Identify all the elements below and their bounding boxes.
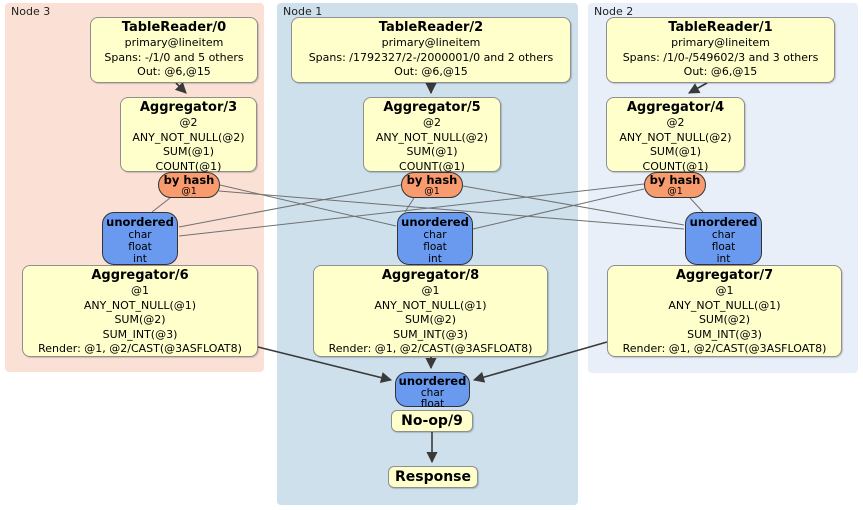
processor-detail: ANY_NOT_NULL(@2) [132, 130, 245, 144]
sync-column: char [420, 387, 445, 399]
processor-detail: SUM(@1) [649, 145, 702, 158]
processor-detail: @1 [715, 284, 734, 297]
region-label-node-2: Node 2 [594, 5, 634, 18]
processor-tablereader-2: TableReader/2 primary@lineitem Spans: /1… [291, 17, 571, 83]
processor-detail: COUNT(@1) [399, 159, 465, 173]
processor-detail: primary@lineitem [124, 36, 224, 49]
sync-column: char [711, 229, 736, 241]
processor-noop-9: No-op/9 [391, 410, 473, 432]
processor-detail: Out: @6,@15 [394, 65, 468, 78]
processor-title: No-op/9 [401, 413, 463, 429]
processor-detail: Spans: /1792327/2-/2000001/0 and 2 other… [308, 50, 554, 64]
router-columns: @1 [667, 186, 683, 197]
processor-detail: ANY_NOT_NULL(@2) [375, 130, 489, 144]
processor-title: Aggregator/7 [675, 268, 774, 283]
processor-detail: Spans: /1/0-/549602/3 and 3 others [622, 50, 819, 64]
processor-detail: Render: @1, @2/CAST(@3ASFLOAT8) [38, 342, 242, 355]
sync-title: unordered [401, 215, 469, 229]
processor-detail: @1 [131, 284, 149, 297]
sync-unordered-node2: unordered char float int [685, 212, 762, 265]
processor-detail: Out: @6,@15 [137, 65, 211, 78]
processor-title: Aggregator/5 [383, 100, 481, 115]
processor-detail: @2 [666, 116, 685, 129]
region-label-node-1: Node 1 [283, 5, 323, 18]
router-title: by hash [163, 173, 215, 187]
processor-aggregator-4: Aggregator/4 @2 ANY_NOT_NULL(@2) SUM(@1)… [606, 97, 745, 173]
processor-title: Aggregator/3 [139, 100, 238, 115]
processor-detail: SUM(@2) [698, 313, 751, 326]
processor-title: Aggregator/6 [91, 268, 189, 283]
processor-response: Response [388, 466, 478, 488]
processor-detail: ANY_NOT_NULL(@2) [619, 130, 732, 144]
processor-detail: ANY_NOT_NULL(@1) [83, 298, 197, 312]
sync-unordered-final: unordered char float [395, 372, 470, 410]
processor-detail: @2 [179, 116, 198, 129]
processor-detail: ANY_NOT_NULL(@1) [668, 298, 781, 312]
processor-detail: SUM_INT(@3) [687, 327, 762, 341]
router-columns: @1 [424, 186, 440, 197]
processor-title: TableReader/2 [378, 20, 484, 35]
processor-detail: Out: @6,@15 [683, 65, 758, 78]
sync-title: unordered [106, 215, 174, 229]
processor-detail: @1 [421, 284, 440, 297]
processor-detail: ANY_NOT_NULL(@1) [374, 298, 487, 312]
sync-column: char [423, 229, 447, 241]
sync-column: char [128, 229, 152, 241]
processor-detail: primary@lineitem [671, 36, 770, 49]
processor-title: Response [394, 469, 472, 485]
processor-detail: SUM(@1) [406, 145, 458, 158]
processor-aggregator-8: Aggregator/8 @1 ANY_NOT_NULL(@1) SUM(@2)… [313, 265, 548, 357]
processor-detail: @2 [423, 116, 441, 129]
processor-title: Aggregator/4 [626, 100, 725, 115]
sync-column: int [428, 253, 442, 265]
sync-unordered-node1: unordered char float int [397, 212, 473, 265]
router-by-hash-node1: by hash @1 [401, 172, 463, 198]
processor-detail: COUNT(@1) [155, 159, 222, 173]
processor-tablereader-1: TableReader/1 primary@lineitem Spans: /1… [606, 17, 835, 83]
router-by-hash-node3: by hash @1 [158, 172, 220, 198]
sync-column: int [133, 253, 147, 265]
sync-column: float [420, 397, 445, 410]
processor-tablereader-0: TableReader/0 primary@lineitem Spans: -/… [90, 17, 258, 83]
router-title: by hash [406, 173, 458, 187]
sync-title: unordered [398, 374, 467, 388]
sync-column: float [711, 241, 736, 253]
processor-detail: Render: @1, @2/CAST(@3ASFLOAT8) [328, 342, 533, 355]
sync-column: float [423, 241, 447, 253]
processor-aggregator-3: Aggregator/3 @2 ANY_NOT_NULL(@2) SUM(@1)… [120, 97, 257, 173]
sync-title: unordered [689, 215, 758, 229]
processor-detail: SUM(@1) [162, 145, 215, 158]
processor-detail: SUM_INT(@3) [393, 327, 468, 341]
processor-detail: SUM_INT(@3) [102, 327, 178, 341]
sync-column: int [716, 253, 731, 265]
processor-aggregator-7: Aggregator/7 @1 ANY_NOT_NULL(@1) SUM(@2)… [607, 265, 842, 357]
region-label-node-3: Node 3 [11, 5, 51, 18]
processor-title: Aggregator/8 [381, 268, 480, 283]
processor-aggregator-5: Aggregator/5 @2 ANY_NOT_NULL(@2) SUM(@1)… [363, 97, 501, 173]
router-columns: @1 [181, 186, 197, 197]
processor-detail: primary@lineitem [381, 36, 481, 49]
processor-detail: Spans: -/1/0 and 5 others [104, 50, 244, 64]
processor-aggregator-6: Aggregator/6 @1 ANY_NOT_NULL(@1) SUM(@2)… [22, 265, 258, 357]
sync-column: float [128, 241, 152, 253]
router-title: by hash [649, 173, 701, 187]
processor-detail: COUNT(@1) [642, 159, 709, 173]
sync-unordered-node3: unordered char float int [102, 212, 178, 265]
processor-detail: SUM(@2) [114, 313, 166, 326]
router-by-hash-node2: by hash @1 [644, 172, 706, 198]
processor-title: TableReader/0 [121, 20, 227, 35]
processor-detail: Render: @1, @2/CAST(@3ASFLOAT8) [622, 342, 827, 355]
processor-title: TableReader/1 [668, 20, 773, 35]
processor-detail: SUM(@2) [404, 313, 457, 326]
